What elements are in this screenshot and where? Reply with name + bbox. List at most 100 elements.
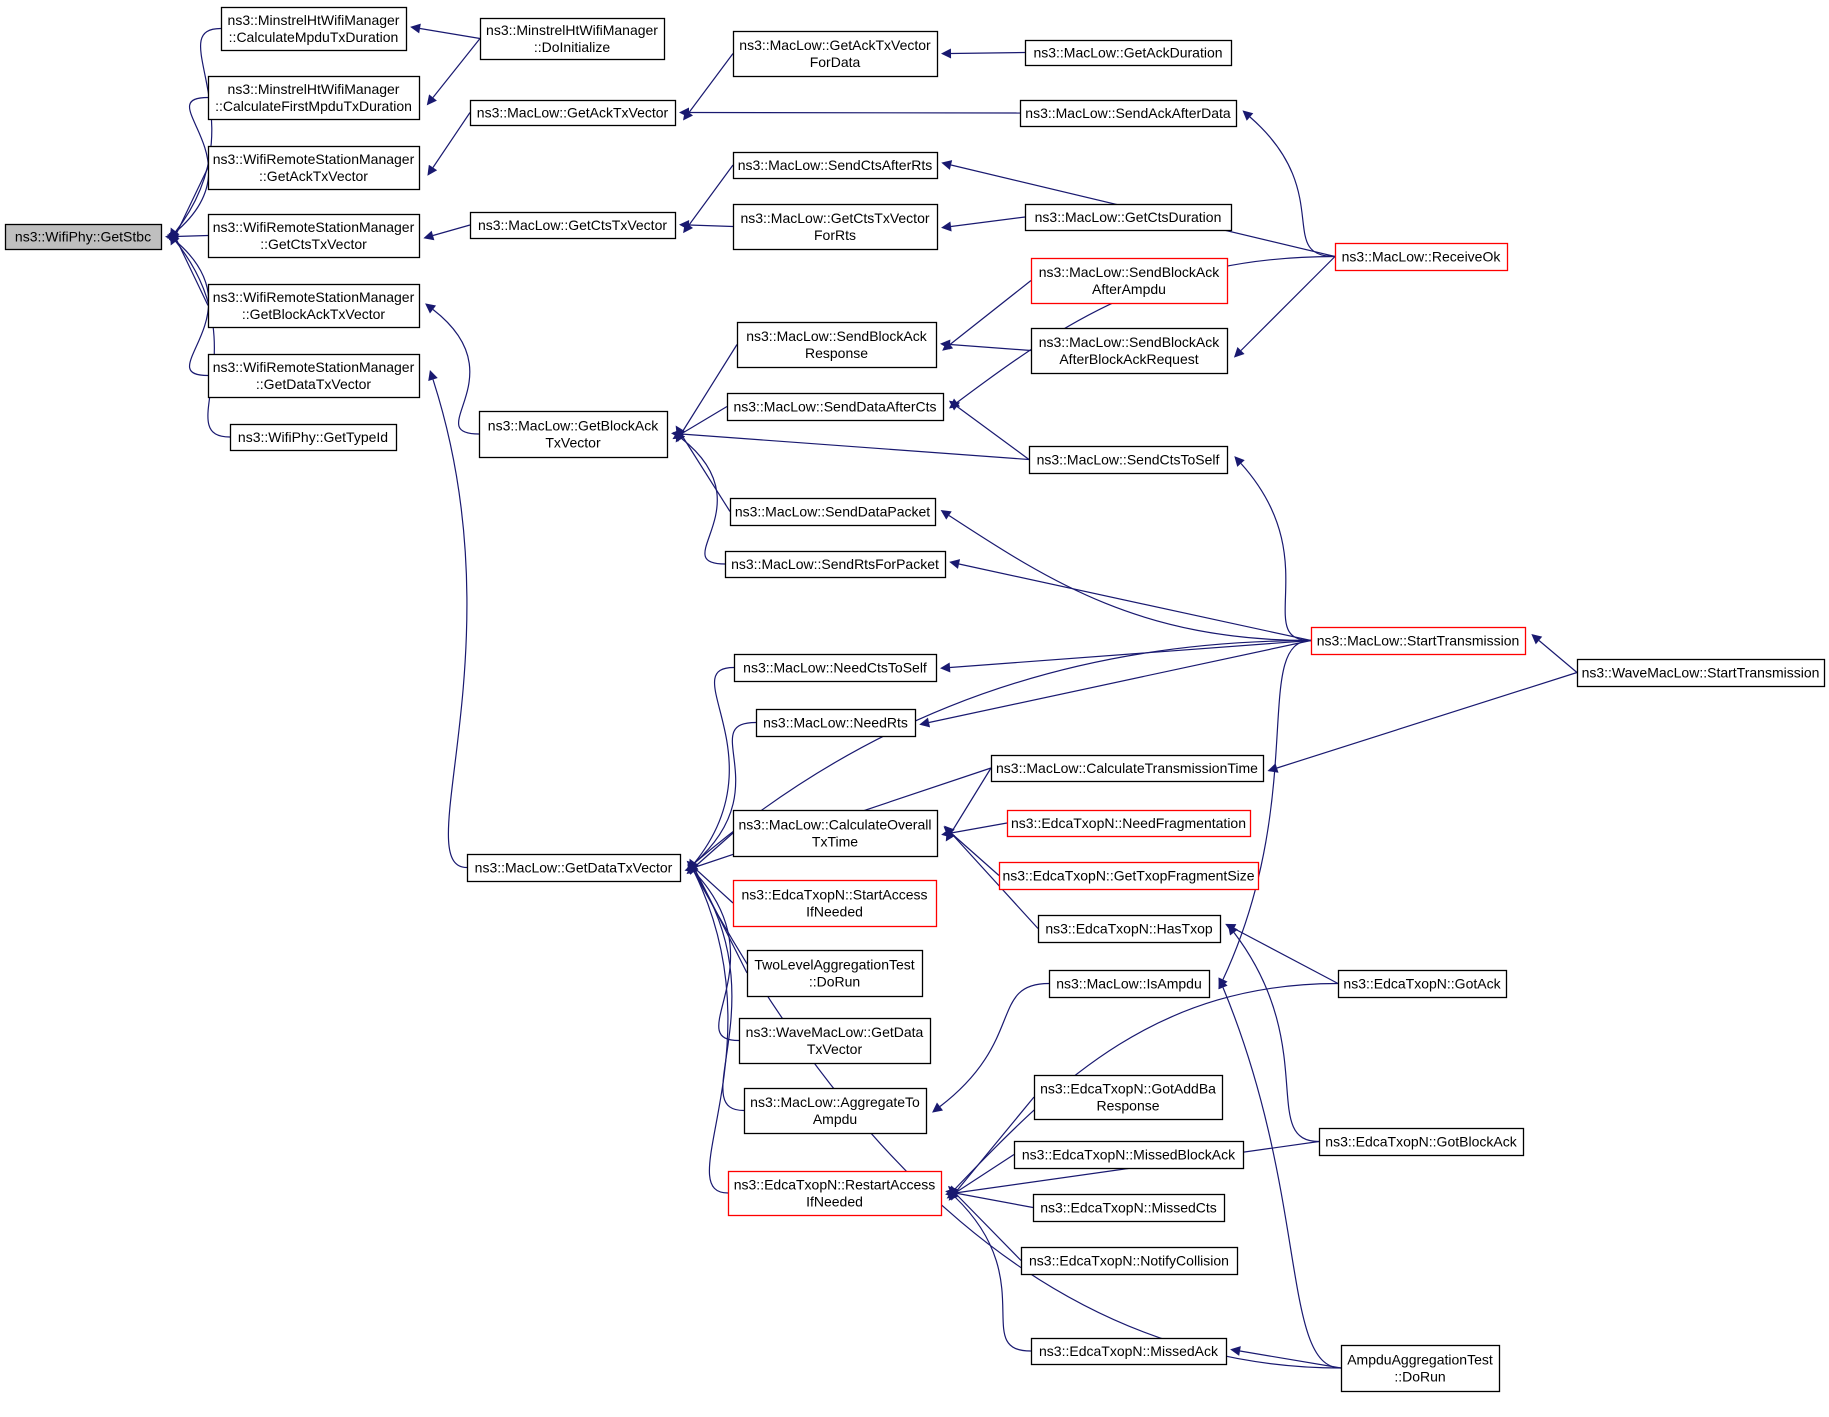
node-label: ::DoRun <box>1394 1369 1445 1385</box>
node-label: ns3::EdcaTxopN::StartAccess <box>742 887 928 903</box>
node-wrsmdata[interactable]: ns3::WifiRemoteStationManager::GetDataTx… <box>207 353 421 399</box>
node-label: ns3::EdcaTxopN::GetTxopFragmentSize <box>1002 868 1254 884</box>
edge-mlisampdu-to-ampdutest <box>1218 978 1342 1369</box>
node-label: AfterAmpdu <box>1092 281 1166 297</box>
node-edhastxop[interactable]: ns3::EdcaTxopN::HasTxop <box>1037 914 1222 944</box>
node-label: ns3::EdcaTxopN::MissedAck <box>1039 1343 1219 1359</box>
node-edneedfrag[interactable]: ns3::EdcaTxopN::NeedFragmentation <box>1006 809 1252 838</box>
edge-mldatavec-to-mlcalcoverall <box>686 832 734 875</box>
node-mlneedself[interactable]: ns3::MacLow::NeedCtsToSelf <box>733 653 938 683</box>
node-edmissedack[interactable]: ns3::EdcaTxopN::MissedAck <box>1030 1337 1228 1366</box>
node-mlrecv[interactable]: ns3::MacLow::ReceiveOk <box>1334 242 1509 272</box>
node-label: ::GetCtsTxVector <box>260 236 367 252</box>
node-mlsendcts[interactable]: ns3::MacLow::SendCtsAfterRts <box>732 151 939 180</box>
node-label: ForRts <box>814 227 856 243</box>
node-box <box>469 99 677 127</box>
node-mlbareq[interactable]: ns3::MacLow::SendBlockAckAfterBlockAckRe… <box>1030 327 1229 375</box>
node-label: ns3::EdcaTxopN::GotAddBa <box>1040 1081 1216 1097</box>
edge-edhastxop-to-edgotblock <box>1227 924 1320 1143</box>
node-edtxopfrag[interactable]: ns3::EdcaTxopN::GetTxopFragmentSize <box>998 861 1260 891</box>
node-label: ForData <box>810 54 861 70</box>
edge-mldatavec-to-mlaggregate <box>688 863 745 1112</box>
node-typeid[interactable]: ns3::WifiPhy::GetTypeId <box>229 423 398 452</box>
node-label: ::DoInitialize <box>534 39 610 55</box>
node-mlcalctime[interactable]: ns3::MacLow::CalculateTransmissionTime <box>990 754 1265 783</box>
node-ampdutest[interactable]: AmpduAggregationTest::DoRun <box>1340 1344 1501 1393</box>
node-mlsendack[interactable]: ns3::MacLow::SendAckAfterData <box>1019 99 1238 128</box>
edge-mhcalcmpdu-to-mhdoinit <box>410 23 481 40</box>
node-mlbavec[interactable]: ns3::MacLow::GetBlockAckTxVector <box>478 410 669 459</box>
node-mlneedrts[interactable]: ns3::MacLow::NeedRts <box>755 708 917 738</box>
node-label: ns3::MacLow::SendRtsForPacket <box>731 556 939 572</box>
node-box <box>724 550 947 579</box>
node-wavestart[interactable]: ns3::WaveMacLow::StartTransmission <box>1576 658 1826 688</box>
node-box <box>1013 1140 1245 1170</box>
edge-mlbareq-to-mlrecv <box>1233 256 1336 358</box>
edge-mldatavec-to-mlneedself <box>687 666 735 872</box>
node-box <box>732 30 939 78</box>
node-mhcalcfirst[interactable]: ns3::MinstrelHtWifiManager::CalculateFir… <box>207 75 421 121</box>
node-wrsmblock[interactable]: ns3::WifiRemoteStationManager::GetBlockA… <box>207 283 421 329</box>
node-label: ::GetBlockAckTxVector <box>242 306 385 322</box>
node-label: ns3::MacLow::NeedCtsToSelf <box>743 660 927 676</box>
edge-mlbaresp-to-mlbareq <box>940 339 1032 352</box>
node-ednotify[interactable]: ns3::EdcaTxopN::NotifyCollision <box>1020 1246 1239 1276</box>
node-mlsendrts[interactable]: ns3::MacLow::SendRtsForPacket <box>724 550 947 579</box>
node-mlsenddatacts[interactable]: ns3::MacLow::SendDataAfterCts <box>726 392 945 422</box>
node-label: Response <box>805 345 868 361</box>
node-getstbc[interactable]: ns3::WifiPhy::GetStbc <box>4 223 163 251</box>
node-mlackdur[interactable]: ns3::MacLow::GetAckDuration <box>1024 39 1233 67</box>
edge-mlcalctime-to-wavestart <box>1267 671 1578 773</box>
node-mlackvec[interactable]: ns3::MacLow::GetAckTxVector <box>469 99 677 127</box>
node-edmissedba[interactable]: ns3::EdcaTxopN::MissedBlockAck <box>1013 1140 1245 1170</box>
edge-mlackvec-to-mlsendack <box>679 107 1021 118</box>
node-edgotblock[interactable]: ns3::EdcaTxopN::GotBlockAck <box>1318 1127 1525 1157</box>
node-box <box>207 145 421 191</box>
node-box <box>1030 1337 1228 1366</box>
node-mlisampdu[interactable]: ns3::MacLow::IsAmpdu <box>1048 969 1211 999</box>
node-mlctsdur[interactable]: ns3::MacLow::GetCtsDuration <box>1024 203 1233 232</box>
edge-mlcalcoverall-to-mlcalctime <box>945 767 992 842</box>
node-label: ns3::WifiRemoteStationManager <box>213 289 415 305</box>
node-mlctsself[interactable]: ns3::MacLow::SendCtsToSelf <box>1028 445 1229 475</box>
node-mhdoinit[interactable]: ns3::MinstrelHtWifiManager::DoInitialize <box>479 17 666 61</box>
node-box <box>478 410 669 459</box>
edge-getstbc-to-wrsmcts <box>165 231 209 242</box>
node-edmissedcts[interactable]: ns3::EdcaTxopN::MissedCts <box>1032 1193 1226 1223</box>
node-box <box>732 809 939 858</box>
node-wrsmcts[interactable]: ns3::WifiRemoteStationManager::GetCtsTxV… <box>207 213 421 259</box>
node-label: ns3::MacLow::GetCtsDuration <box>1035 209 1222 225</box>
edge-getstbc-to-mhcalcmpdu <box>168 27 222 241</box>
node-box <box>1024 203 1233 232</box>
node-wrsmack[interactable]: ns3::WifiRemoteStationManager::GetAckTxV… <box>207 145 421 191</box>
node-mhcalcmpdu[interactable]: ns3::MinstrelHtWifiManager::CalculateMpd… <box>220 6 408 52</box>
edge-edrestart-to-edgotack <box>948 982 1339 1197</box>
node-box <box>1019 99 1238 128</box>
edge-mlisampdu-to-mlstart <box>1218 639 1312 989</box>
node-edgotack[interactable]: ns3::EdcaTxopN::GotAck <box>1337 969 1508 999</box>
edge-mldatavec-to-edstartaccess <box>686 860 734 904</box>
node-label: ns3::MacLow::SendCtsAfterRts <box>738 157 933 173</box>
edge-mlbavec-to-mlctsself <box>671 429 1030 461</box>
node-box <box>1318 1127 1525 1157</box>
node-wavedatavec[interactable]: ns3::WaveMacLow::GetDataTxVector <box>738 1017 932 1065</box>
node-mlctsvec[interactable]: ns3::MacLow::GetCtsTxVector <box>469 211 677 240</box>
node-mlstart[interactable]: ns3::MacLow::StartTransmission <box>1310 626 1527 656</box>
node-box <box>726 392 945 422</box>
node-box <box>207 353 421 399</box>
node-mlsenddatapkt[interactable]: ns3::MacLow::SendDataPacket <box>729 497 937 527</box>
node-twolevel[interactable]: TwoLevelAggregationTest::DoRun <box>746 949 924 998</box>
edge-edhastxop-to-edgotack <box>1225 923 1339 985</box>
node-mldatavec[interactable]: ns3::MacLow::GetDataTxVector <box>466 853 682 883</box>
edge-mlcalcoverall-to-edhastxop <box>944 825 1039 929</box>
